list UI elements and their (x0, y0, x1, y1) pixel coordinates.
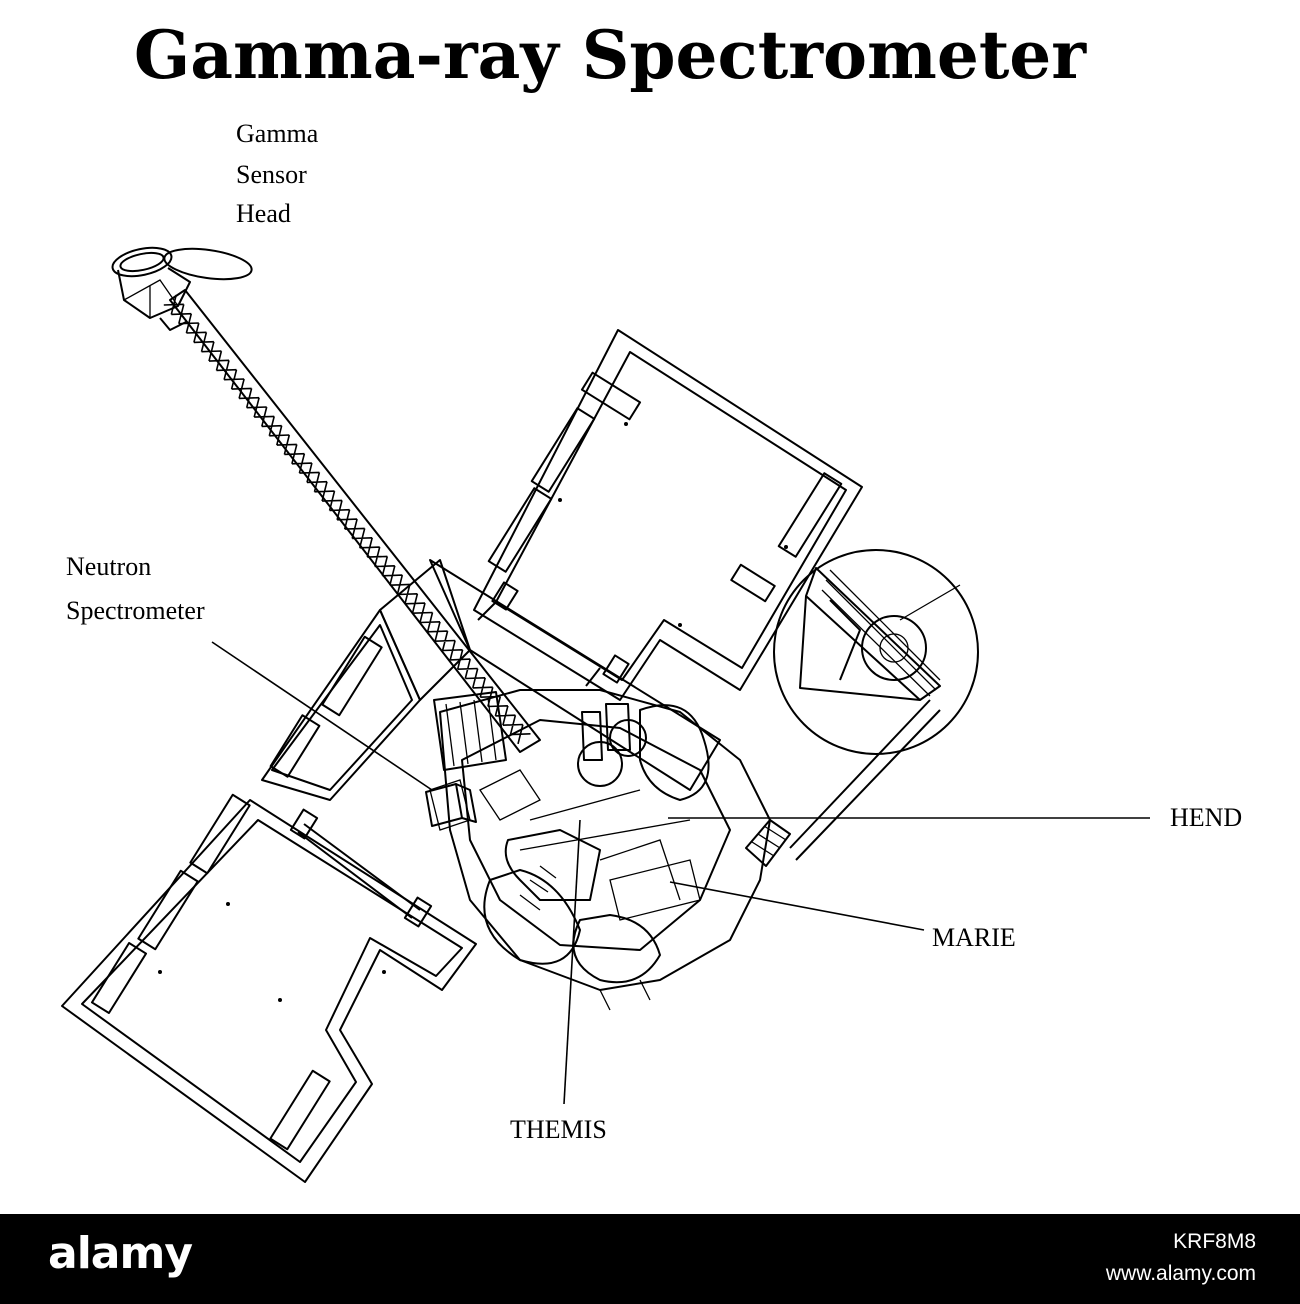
panel-hinges-upper (477, 581, 630, 687)
solar-panel-lower (61, 793, 477, 1183)
stock-id-block: KRF8M8 www.alamy.com (1106, 1226, 1256, 1290)
label-neutron-spectrometer-line1: Neutron (66, 552, 151, 581)
spacecraft-bus (261, 559, 771, 1011)
leader-line-themis (563, 819, 581, 1105)
label-gamma-sensor-head-line2: Sensor (236, 160, 307, 189)
leader-line-marie (669, 881, 925, 931)
diagram-title: Gamma-ray Spectrometer (134, 16, 1087, 94)
leader-line-neutron (211, 641, 433, 791)
label-neutron-spectrometer-line2: Spectrometer (66, 596, 205, 625)
neutron-spectrometer-unit (425, 691, 507, 827)
boom-lattice (163, 294, 531, 745)
brand-logo: alamy (48, 1228, 193, 1279)
site-url: www.alamy.com (1105, 1262, 1256, 1285)
panel-hinges-lower (289, 808, 433, 928)
watermark-footer: alamy KRF8M8 www.alamy.com (0, 1214, 1300, 1304)
image-id: KRF8M8 (1173, 1230, 1256, 1253)
label-marie: MARIE (932, 923, 1016, 952)
leader-lines (211, 641, 1150, 1105)
gamma-boom (163, 289, 541, 753)
high-gain-antenna (745, 549, 979, 867)
label-hend: HEND (1170, 803, 1242, 832)
gamma-sensor-head (111, 246, 253, 331)
label-gamma-sensor-head-line1: Gamma (236, 119, 319, 148)
spacecraft-diagram: Gamma-ray Spectrometer (61, 16, 1242, 1183)
label-gamma-sensor-head-line3: Head (236, 199, 291, 228)
label-themis: THEMIS (510, 1115, 607, 1144)
